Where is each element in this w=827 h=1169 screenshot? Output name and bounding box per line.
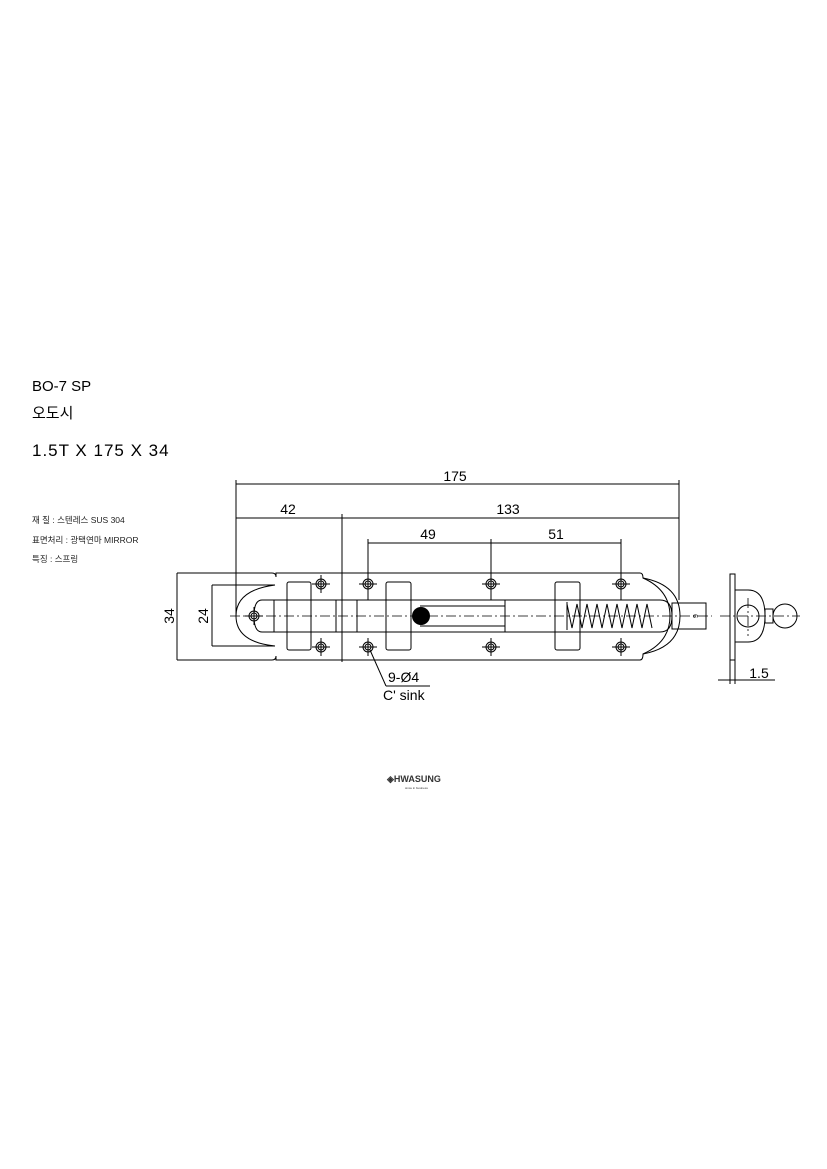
hole (245, 607, 263, 625)
knob (412, 607, 430, 625)
company-logo: ◈HWASUNG (387, 774, 441, 784)
hole (359, 575, 377, 593)
dim-height: 34 (161, 608, 177, 624)
dim-rod: 9 (693, 614, 700, 618)
spec-feature: 특징 : 스프링 (32, 554, 79, 564)
hole (359, 638, 377, 656)
hole (312, 575, 330, 593)
dim-right: 133 (496, 501, 520, 517)
hole (312, 638, 330, 656)
dim-thickness: 1.5 (749, 665, 769, 681)
dimension-lines (176, 480, 775, 687)
hole (612, 575, 630, 593)
dim-hole-b: 51 (548, 526, 564, 542)
dim-hole-a: 49 (420, 526, 436, 542)
logo-tagline: since in business (405, 786, 428, 790)
hole (612, 638, 630, 656)
product-size: 1.5T X 175 X 34 (32, 441, 170, 460)
spec-material: 재 질 : 스텐레스 SUS 304 (32, 515, 125, 525)
dim-total: 175 (443, 468, 467, 484)
dim-left: 42 (280, 501, 296, 517)
spec-finish: 표면처리 : 광택연마 MIRROR (32, 535, 139, 545)
product-name: 오도시 (32, 405, 74, 422)
hole (482, 575, 500, 593)
hole (482, 638, 500, 656)
product-code: BO-7 SP (32, 378, 92, 395)
side-view (720, 573, 800, 661)
sink-note: C' sink (383, 687, 426, 703)
hole-note: 9-Ø4 (388, 669, 419, 685)
bolt (230, 581, 712, 651)
mounting-holes (245, 575, 630, 656)
dim-inner: 24 (195, 608, 211, 624)
